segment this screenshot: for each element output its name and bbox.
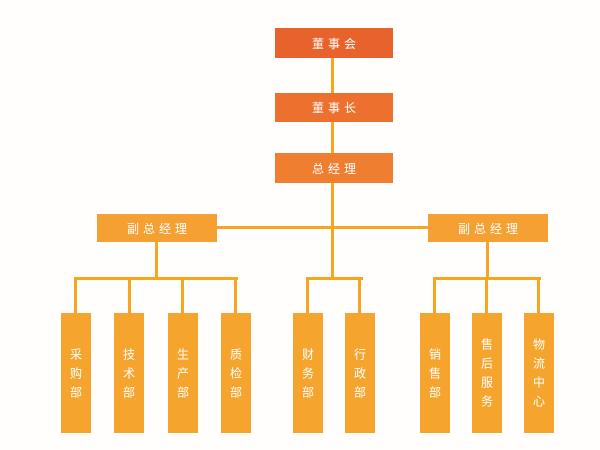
connector-deputy-left-drop <box>155 242 158 280</box>
connector-gm-trunk <box>331 183 334 280</box>
connector-chairman-gm <box>331 122 334 153</box>
node-administration-dept: 行政部 <box>345 313 375 433</box>
connector-left-branch <box>74 277 238 280</box>
node-purchasing-dept: 采购部 <box>61 313 91 433</box>
node-sales-dept: 销售部 <box>420 313 450 433</box>
connector-drop-logistics <box>537 277 540 313</box>
node-chairman: 董事长 <box>275 93 393 122</box>
node-production-dept: 生产部 <box>168 313 198 433</box>
connector-drop-technology <box>128 277 131 313</box>
connector-drop-sales <box>433 277 436 313</box>
node-aftersales-service: 售后服务 <box>472 313 502 433</box>
node-deputy-gm-right: 副总经理 <box>428 214 548 242</box>
connector-drop-quality <box>234 277 237 313</box>
connector-drop-purchasing <box>74 277 77 313</box>
node-quality-inspection-dept: 质检部 <box>221 313 251 433</box>
connector-drop-production <box>181 277 184 313</box>
node-board-of-directors: 董事会 <box>275 28 393 58</box>
connector-deputy-crossbar <box>217 226 428 229</box>
node-deputy-gm-left: 副总经理 <box>97 214 217 242</box>
connector-board-chairman <box>331 58 334 93</box>
connector-drop-finance <box>306 277 309 313</box>
connector-drop-administration <box>358 277 361 313</box>
node-finance-dept: 财务部 <box>293 313 323 433</box>
node-general-manager: 总经理 <box>275 153 393 183</box>
connector-deputy-right-drop <box>486 242 489 280</box>
connector-middle-branch <box>306 277 363 280</box>
node-logistics-center: 物流中心 <box>524 313 554 433</box>
connector-drop-aftersales <box>485 277 488 313</box>
node-technology-dept: 技术部 <box>114 313 144 433</box>
